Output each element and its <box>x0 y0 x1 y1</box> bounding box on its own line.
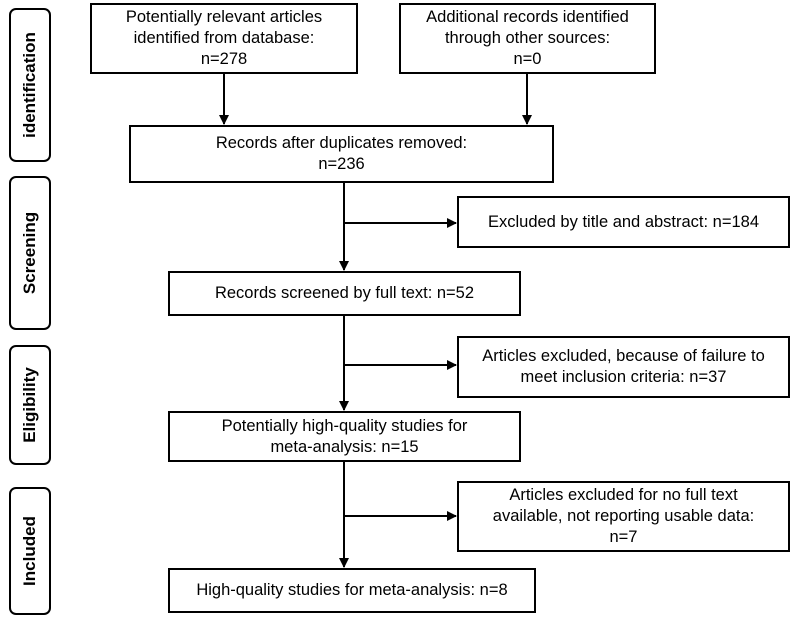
stage-eligibility: Eligibility <box>9 345 51 465</box>
box-excluded-no-full-text-line-2: available, not reporting usable data: <box>492 507 755 525</box>
stage-included: Included <box>9 487 51 615</box>
box-excluded-title-abstract-line-1: Excluded by title and abstract: n=184 <box>487 212 760 231</box>
box-high-quality-potential-line-1: Potentially high-quality studies for <box>221 416 468 435</box>
box-duplicates-removed: Records after duplicates removed: n=236 <box>129 125 554 183</box>
box-excluded-criteria-line-1: Articles excluded, because of failure to <box>482 347 765 365</box>
box-other-sources: Additional records identified through ot… <box>399 3 656 74</box>
box-duplicates-removed-line-2: n=236 <box>318 155 365 173</box>
box-other-sources-line-2: through other sources: <box>444 29 611 47</box>
box-database-line-2: identified from database: <box>133 29 315 47</box>
box-excluded-title-abstract: Excluded by title and abstract: n=184 <box>457 196 790 248</box>
box-excluded-no-full-text: Articles excluded for no full text avail… <box>457 481 790 552</box>
box-database-line-1: Potentially relevant articles <box>125 8 323 26</box>
box-excluded-criteria: Articles excluded, because of failure to… <box>457 336 790 398</box>
box-high-quality-final: High-quality studies for meta-analysis: … <box>168 568 536 613</box>
box-high-quality-final-line-1: High-quality studies for meta-analysis: … <box>196 581 508 599</box>
box-high-quality-potential-line-2: meta-analysis: n=15 <box>270 437 419 456</box>
box-full-text-screened-line-1: Records screened by full text: n=52 <box>214 284 475 302</box>
box-other-sources-line-3: n=0 <box>513 50 542 68</box>
box-database-line-3: n=278 <box>200 50 248 68</box>
box-excluded-criteria-line-2: meet inclusion criteria: n=37 <box>520 368 727 386</box>
box-excluded-no-full-text-line-1: Articles excluded for no full text <box>509 486 738 504</box>
box-duplicates-removed-line-1: Records after duplicates removed: <box>215 134 468 152</box>
box-excluded-no-full-text-line-3: n=7 <box>609 528 638 546</box>
box-database: Potentially relevant articles identified… <box>90 3 358 74</box>
box-other-sources-line-1: Additional records identified <box>426 8 629 26</box>
stage-screening: Screening <box>9 176 51 330</box>
box-full-text-screened: Records screened by full text: n=52 <box>168 271 521 316</box>
stage-identification: identification <box>9 8 51 162</box>
box-high-quality-potential: Potentially high-quality studies for met… <box>168 411 521 462</box>
